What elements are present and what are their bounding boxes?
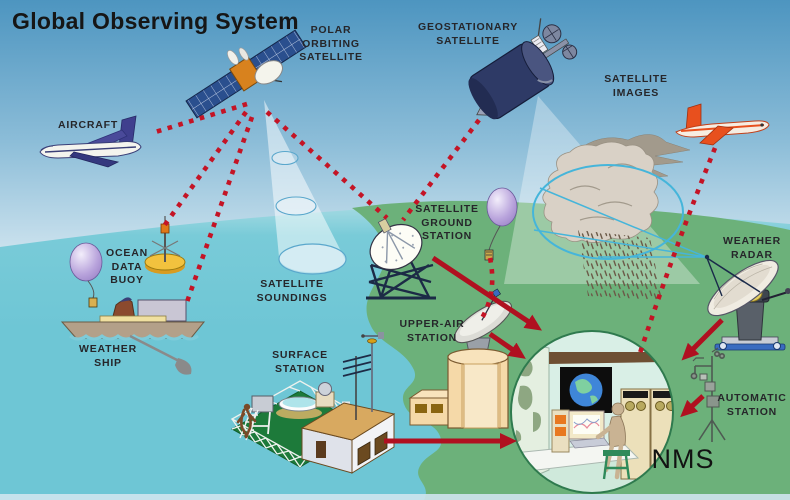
arrow-radar-to-nms bbox=[681, 318, 724, 361]
automatic-station-icon bbox=[690, 347, 726, 442]
observer-person-icon bbox=[236, 403, 257, 439]
red-aircraft-icon bbox=[675, 103, 770, 146]
weather-ship-icon bbox=[60, 297, 206, 375]
label-nms: NMS bbox=[651, 444, 715, 474]
nms-operations-room-icon bbox=[510, 330, 674, 494]
radiosonde-balloon-icon bbox=[484, 187, 518, 261]
label-upper-air-station: UPPER-AIR STATION bbox=[399, 318, 465, 344]
label-polar-orbiting-satellite: POLAR ORBITING SATELLITE bbox=[299, 24, 363, 64]
weather-radar-icon bbox=[704, 254, 790, 351]
satellite-ground-station-icon bbox=[366, 218, 436, 300]
weather-balloon-icon bbox=[69, 242, 103, 308]
arrow-upper-air-to-nms bbox=[488, 331, 526, 359]
label-weather-ship: WEATHER SHIP bbox=[79, 343, 137, 369]
geostationary-satellite-icon bbox=[468, 18, 578, 120]
link-radiosonde-to-upper-air bbox=[479, 257, 495, 320]
label-surface-station: SURFACE STATION bbox=[272, 349, 328, 375]
link-polar-to-buoy bbox=[162, 110, 248, 228]
link-polar-to-ground-station bbox=[265, 110, 389, 220]
diagram-title: Global Observing System bbox=[12, 8, 299, 34]
sounding-cone-icon bbox=[264, 100, 347, 275]
link-aircraft-to-nms bbox=[636, 147, 718, 357]
ocean-data-buoy-icon bbox=[144, 216, 186, 274]
label-aircraft: AIRCRAFT bbox=[57, 119, 119, 131]
arrow-automatic-to-nms bbox=[680, 394, 705, 418]
label-geostationary-satellite: GEOSTATIONARY SATELLITE bbox=[417, 21, 519, 47]
stool-icon bbox=[602, 450, 631, 480]
polar-orbiting-satellite-icon bbox=[185, 29, 307, 119]
blue-aircraft-icon bbox=[39, 115, 142, 168]
computer-monitor-icon bbox=[568, 410, 610, 449]
rain bbox=[578, 230, 662, 300]
data-links-dotted bbox=[151, 101, 718, 357]
surface-station-icon bbox=[230, 332, 396, 474]
radar-beam bbox=[532, 164, 707, 260]
label-satellite-images: SATELLITE IMAGES bbox=[604, 73, 668, 99]
label-satellite-ground-station: SATELLITE GROUND STATION bbox=[415, 203, 479, 243]
label-ocean-data-buoy: OCEAN DATA BUOY bbox=[106, 247, 148, 287]
link-geo-to-ground-station bbox=[401, 118, 481, 222]
arrow-ground-station-to-nms bbox=[431, 255, 542, 331]
label-automatic-station: AUTOMATIC STATION bbox=[717, 392, 787, 418]
link-polar-to-aircraft bbox=[151, 101, 248, 136]
flow-arrows bbox=[384, 255, 724, 449]
bottom-edge-strip bbox=[0, 494, 790, 500]
ocean-probe-icon bbox=[175, 358, 192, 375]
upper-air-station-icon bbox=[408, 288, 512, 429]
label-weather-radar: WEATHER RADAR bbox=[723, 235, 781, 261]
label-satellite-soundings: SATELLITE SOUNDINGS bbox=[256, 278, 328, 304]
